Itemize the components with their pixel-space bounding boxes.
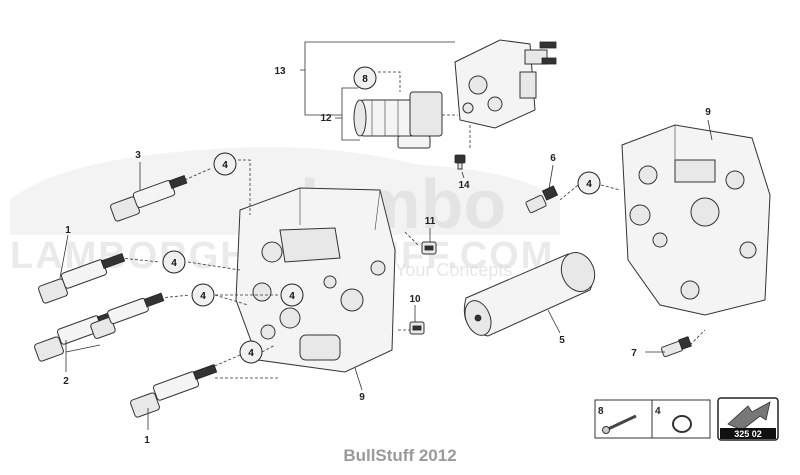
- label-5: 5: [559, 335, 565, 346]
- part-3-solenoid-valve: [110, 174, 188, 222]
- label-14: 14: [458, 180, 470, 191]
- label-7: 7: [631, 348, 637, 359]
- label-9-right: 9: [705, 107, 711, 118]
- callout-4-d: 4: [280, 283, 304, 307]
- callout-8: 8: [353, 66, 377, 90]
- part-9-valve-housing-right: [621, 124, 771, 316]
- label-11: 11: [425, 216, 436, 227]
- diagram-code: 325 02: [734, 429, 762, 439]
- label-13: 13: [274, 66, 286, 77]
- callout-4-c: 4: [191, 283, 215, 307]
- part-11-plug: [421, 241, 437, 255]
- callout-4-b: 4: [162, 250, 186, 274]
- svg-text:4: 4: [171, 258, 177, 269]
- label-10: 10: [409, 294, 421, 305]
- part-6-sensor: [525, 185, 559, 214]
- svg-text:4: 4: [586, 179, 592, 190]
- svg-text:4: 4: [200, 291, 206, 302]
- direction-arrow-icon: [727, 401, 771, 431]
- svg-text:4: 4: [289, 291, 295, 302]
- part-2-solenoid-valve-b: [90, 292, 165, 339]
- o-ring-icon: [672, 415, 692, 433]
- label-12: 12: [320, 113, 332, 124]
- part-13-pump-assembly: [454, 39, 557, 129]
- label-9-left: 9: [359, 392, 365, 403]
- callout-4-a: 4: [213, 152, 237, 176]
- part-1-solenoid-valve-upper: [38, 252, 126, 304]
- label-3: 3: [135, 150, 141, 161]
- part-1-solenoid-valve-lower: [130, 363, 218, 418]
- watermark-tagline: Your Concepts: [395, 260, 512, 280]
- diagram-code-box: 325 02: [717, 397, 779, 441]
- svg-text:4: 4: [248, 348, 254, 359]
- bracket-13: [300, 41, 455, 116]
- label-6: 6: [550, 153, 556, 164]
- bracket-12: [335, 87, 360, 141]
- legend-item-4-label: 4: [655, 406, 661, 417]
- legend-item-8-label: 8: [598, 406, 604, 417]
- part-9-valve-housing-left: [235, 187, 396, 373]
- watermark-car-silhouette: [10, 147, 560, 235]
- label-2: 2: [63, 376, 69, 387]
- label-1-lower: 1: [144, 435, 150, 446]
- footer-credit: BullStuff 2012: [343, 446, 457, 465]
- legend-box: 8 4: [594, 399, 711, 439]
- label-1-upper: 1: [65, 225, 71, 236]
- svg-text:8: 8: [362, 74, 368, 85]
- part-14-bolt: [454, 154, 466, 179]
- part-5-filter-cylinder: [463, 252, 596, 337]
- callout-4-e: 4: [239, 340, 263, 364]
- part-12-actuator-motor: [353, 91, 443, 149]
- svg-text:4: 4: [222, 160, 228, 171]
- callout-4-f: 4: [577, 171, 601, 195]
- part-7-sensor: [660, 336, 692, 358]
- part-10-plug: [409, 321, 425, 335]
- bolt-icon: [602, 414, 637, 434]
